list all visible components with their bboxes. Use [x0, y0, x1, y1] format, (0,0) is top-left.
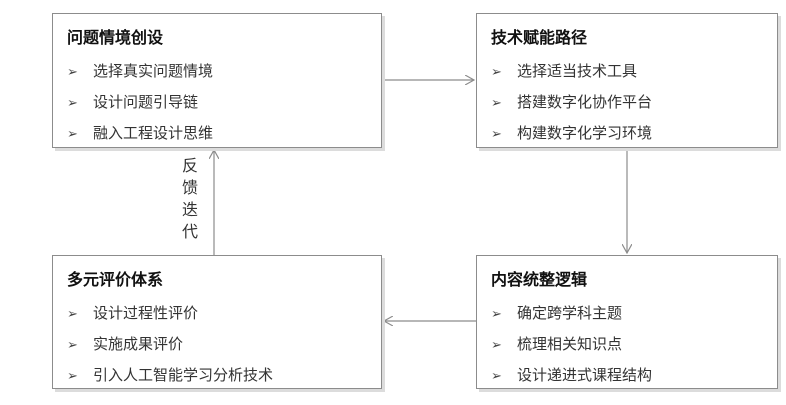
list-item: ➢ 设计过程性评价 [67, 302, 198, 323]
list-item: ➢ 构建数字化学习环境 [491, 122, 652, 143]
feedback-iteration-label: 反 馈 迭 代 [179, 155, 201, 243]
box-title: 技术赋能路径 [491, 28, 588, 47]
list-item: ➢ 实施成果评价 [67, 333, 183, 354]
arrow-bullet-icon: ➢ [491, 65, 502, 80]
list-item-label: 实施成果评价 [93, 335, 184, 353]
list-item-label: 确定跨学科主题 [517, 304, 623, 322]
arrow-bullet-icon: ➢ [67, 338, 78, 353]
box-tech-enablement: 技术赋能路径 ➢ 选择适当技术工具 ➢ 搭建数字化协作平台 ➢ 构建数字化学习环境 [476, 13, 778, 148]
arrow-bullet-icon: ➢ [67, 369, 78, 384]
feedback-char: 反 [181, 156, 198, 175]
box-title: 多元评价体系 [67, 270, 164, 289]
box-evaluation-system: 多元评价体系 ➢ 设计过程性评价 ➢ 实施成果评价 ➢ 引入人工智能学习分析技术 [52, 255, 382, 389]
list-item-label: 梳理相关知识点 [517, 335, 623, 353]
arrow-bullet-icon: ➢ [491, 338, 502, 353]
list-item-label: 设计过程性评价 [93, 304, 199, 322]
list-item-label: 选择适当技术工具 [517, 62, 638, 80]
list-item-label: 引入人工智能学习分析技术 [93, 366, 274, 384]
arrow-bullet-icon: ➢ [491, 127, 502, 142]
list-item: ➢ 确定跨学科主题 [491, 302, 622, 323]
list-item: ➢ 选择适当技术工具 [491, 60, 637, 81]
arrow-bullet-icon: ➢ [67, 65, 78, 80]
list-item: ➢ 设计递进式课程结构 [491, 364, 652, 385]
list-item: ➢ 设计问题引导链 [67, 91, 198, 112]
feedback-char: 馈 [181, 178, 198, 197]
arrow-bullet-icon: ➢ [67, 307, 78, 322]
list-item-label: 设计问题引导链 [93, 93, 199, 111]
list-item: ➢ 梳理相关知识点 [491, 333, 622, 354]
box-content-integration: 内容统整逻辑 ➢ 确定跨学科主题 ➢ 梳理相关知识点 ➢ 设计递进式课程结构 [476, 255, 778, 389]
arrow-bullet-icon: ➢ [67, 96, 78, 111]
list-item-label: 搭建数字化协作平台 [517, 93, 653, 111]
list-item: ➢ 搭建数字化协作平台 [491, 91, 652, 112]
list-item: ➢ 选择真实问题情境 [67, 60, 213, 81]
list-item: ➢ 融入工程设计思维 [67, 122, 213, 143]
list-item: ➢ 引入人工智能学习分析技术 [67, 364, 273, 385]
arrow-bullet-icon: ➢ [491, 96, 502, 111]
box-problem-situation: 问题情境创设 ➢ 选择真实问题情境 ➢ 设计问题引导链 ➢ 融入工程设计思维 [52, 13, 382, 148]
list-item-label: 设计递进式课程结构 [517, 366, 653, 384]
feedback-char: 迭 [181, 200, 198, 219]
arrow-bullet-icon: ➢ [491, 369, 502, 384]
feedback-char: 代 [181, 222, 198, 241]
list-item-label: 融入工程设计思维 [93, 124, 214, 142]
box-title: 内容统整逻辑 [491, 270, 588, 289]
list-item-label: 构建数字化学习环境 [517, 124, 653, 142]
box-title: 问题情境创设 [67, 28, 164, 47]
list-item-label: 选择真实问题情境 [93, 62, 214, 80]
arrow-bullet-icon: ➢ [491, 307, 502, 322]
arrow-bullet-icon: ➢ [67, 127, 78, 142]
